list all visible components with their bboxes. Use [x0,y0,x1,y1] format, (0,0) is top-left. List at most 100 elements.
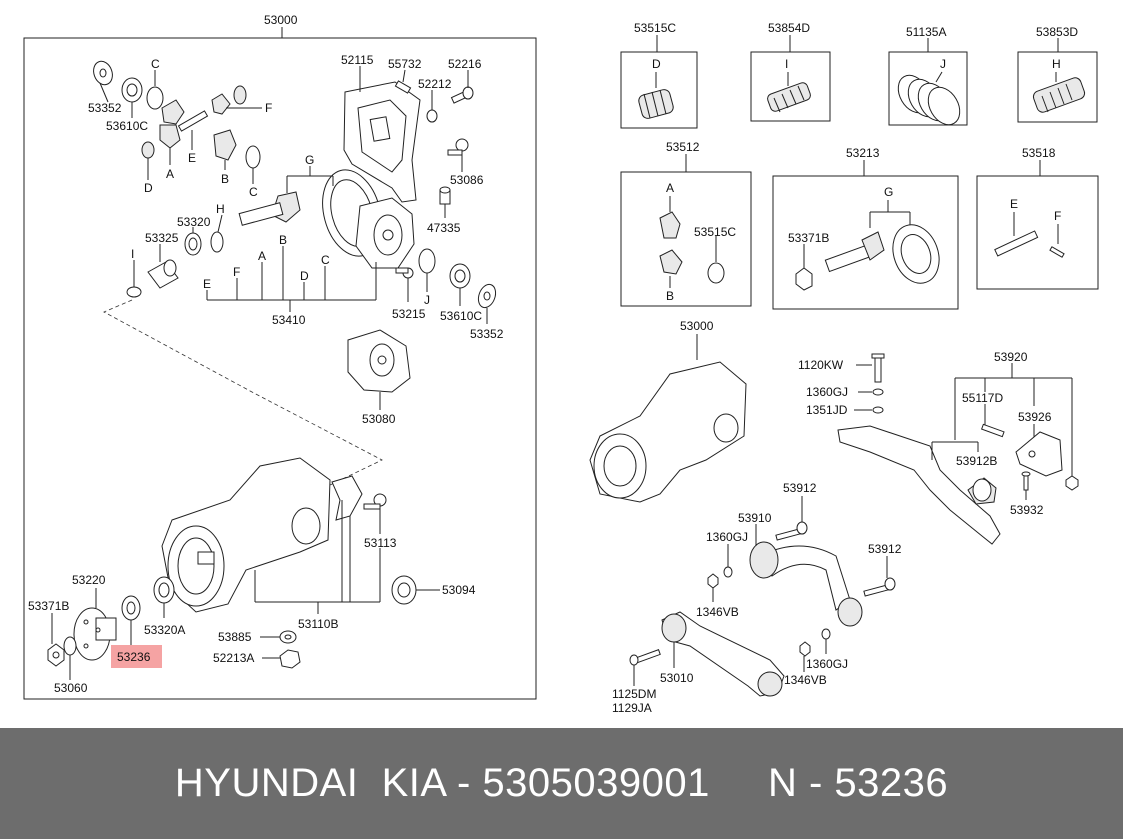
label-52212[interactable]: 52212 [418,77,452,91]
differential-housing-lower[interactable] [589,361,747,503]
label-53010[interactable]: 53010 [660,671,694,685]
differential-case[interactable] [355,197,415,269]
washer-J[interactable] [418,248,436,274]
label-53213-box[interactable]: 53213 [846,146,880,160]
label-53113[interactable]: 53113 [364,536,397,550]
washer-53060[interactable] [63,636,77,656]
label-F-bracket[interactable]: F [233,265,240,279]
seal-53236[interactable] [121,595,141,621]
label-53912-top[interactable]: 53912 [783,481,817,495]
arm-53910[interactable] [749,541,863,627]
label-1360GJ-low[interactable]: 1360GJ [806,657,848,671]
label-53220[interactable]: 53220 [72,573,106,587]
plug-52213A[interactable] [279,649,301,669]
label-52216[interactable]: 52216 [448,57,482,71]
washer-53352[interactable] [90,59,115,88]
washer-C-top[interactable] [146,86,164,110]
pin-F-box[interactable] [1049,246,1065,258]
nut-1346VB-arm[interactable] [707,573,719,589]
spring-I[interactable] [766,81,812,113]
pinion-gear-A[interactable] [159,99,185,149]
label-1346VB-low[interactable]: 1346VB [784,673,827,687]
label-I-box[interactable]: I [785,57,788,71]
label-53912B[interactable]: 53912B [956,454,997,468]
label-H-top[interactable]: H [216,202,225,216]
washer-1351JD[interactable] [872,406,884,414]
bolt-55117D[interactable] [980,423,1005,438]
bearing-53320[interactable] [184,232,202,256]
cover-plate-52115[interactable] [343,81,421,203]
label-53912-right[interactable]: 53912 [868,542,902,556]
bolt-53215[interactable] [395,267,414,279]
label-1129JA[interactable]: 1129JA [612,701,652,715]
label-53352-right[interactable]: 53352 [470,327,504,341]
washer-53885[interactable] [279,630,297,644]
washer-C-mid[interactable] [245,145,261,169]
label-F-top[interactable]: F [265,101,272,115]
flange-53220[interactable] [73,607,117,661]
nut-53371B-box[interactable] [795,267,813,291]
oring-I[interactable] [126,286,142,298]
bolt-53086[interactable] [447,138,469,156]
label-C-mid[interactable]: C [249,185,258,199]
pinion-shaft-pin-F[interactable] [211,93,231,115]
spring-pack-J[interactable] [892,70,966,131]
label-1360GJ-top[interactable]: 1360GJ [806,385,848,399]
washer-H[interactable] [210,231,224,253]
plug-47335[interactable] [439,186,451,205]
label-53853D-box[interactable]: 53853D [1036,25,1078,39]
spacer-53325[interactable] [147,259,179,289]
spring-H[interactable] [1032,76,1087,114]
label-53410[interactable]: 53410 [272,313,306,327]
label-53094[interactable]: 53094 [442,583,476,597]
label-E-bracket[interactable]: E [203,277,211,291]
shaft-E[interactable] [177,110,209,132]
subframe-53010[interactable] [661,611,785,697]
label-C-bracket[interactable]: C [321,253,330,267]
nut-1346VB-low[interactable] [799,641,811,657]
washer-upper[interactable] [233,85,247,105]
label-53932[interactable]: 53932 [1010,503,1044,517]
label-47335[interactable]: 47335 [427,221,461,235]
label-52115[interactable]: 52115 [341,53,374,67]
label-53000-lower[interactable]: 53000 [680,319,714,333]
label-1351JD[interactable]: 1351JD [806,403,848,417]
label-53515C-box[interactable]: 53515C [634,21,676,35]
crossmember[interactable] [837,425,1001,545]
label-G-box[interactable]: G [884,185,893,199]
bearing-53610C[interactable] [121,77,143,103]
label-F-box[interactable]: F [1054,209,1061,223]
shaft-E-box[interactable] [994,230,1039,257]
nut-53371B[interactable] [47,643,65,667]
bolt-55732[interactable] [394,80,412,94]
label-1125DM[interactable]: 1125DM [612,687,656,701]
label-1346VB-arm[interactable]: 1346VB [696,605,739,619]
label-G-top[interactable]: G [305,153,314,167]
bolt-1360GJ-arm[interactable] [723,566,733,578]
label-A-top[interactable]: A [166,167,174,181]
label-E-top[interactable]: E [188,151,196,165]
label-53926[interactable]: 53926 [1018,410,1052,424]
seal-53094[interactable] [391,575,417,605]
bolt-53932[interactable] [1021,471,1031,491]
label-C-top[interactable]: C [151,57,160,71]
label-53236-highlighted[interactable]: 53236 [117,650,151,664]
label-53060[interactable]: 53060 [54,681,88,695]
side-gear-B-box[interactable] [659,249,683,275]
label-D-top[interactable]: D [144,181,153,195]
ring-pinion-G-box[interactable] [824,218,947,289]
bracket-53926[interactable] [1015,431,1063,477]
label-E-box[interactable]: E [1010,197,1018,211]
label-52213A[interactable]: 52213A [213,651,254,665]
label-D-box[interactable]: D [652,57,661,71]
label-A-bracket[interactable]: A [258,249,266,263]
label-53371B-left[interactable]: 53371B [28,599,69,613]
bolt-52216[interactable] [450,86,474,104]
label-I-top[interactable]: I [131,247,134,261]
label-D-bracket[interactable]: D [300,269,309,283]
bolt-53113[interactable] [363,493,387,510]
label-53080[interactable]: 53080 [362,412,396,426]
washer-53515C-box[interactable] [707,262,725,284]
seal-53320A[interactable] [153,576,175,604]
label-53110B[interactable]: 53110B [298,617,338,631]
